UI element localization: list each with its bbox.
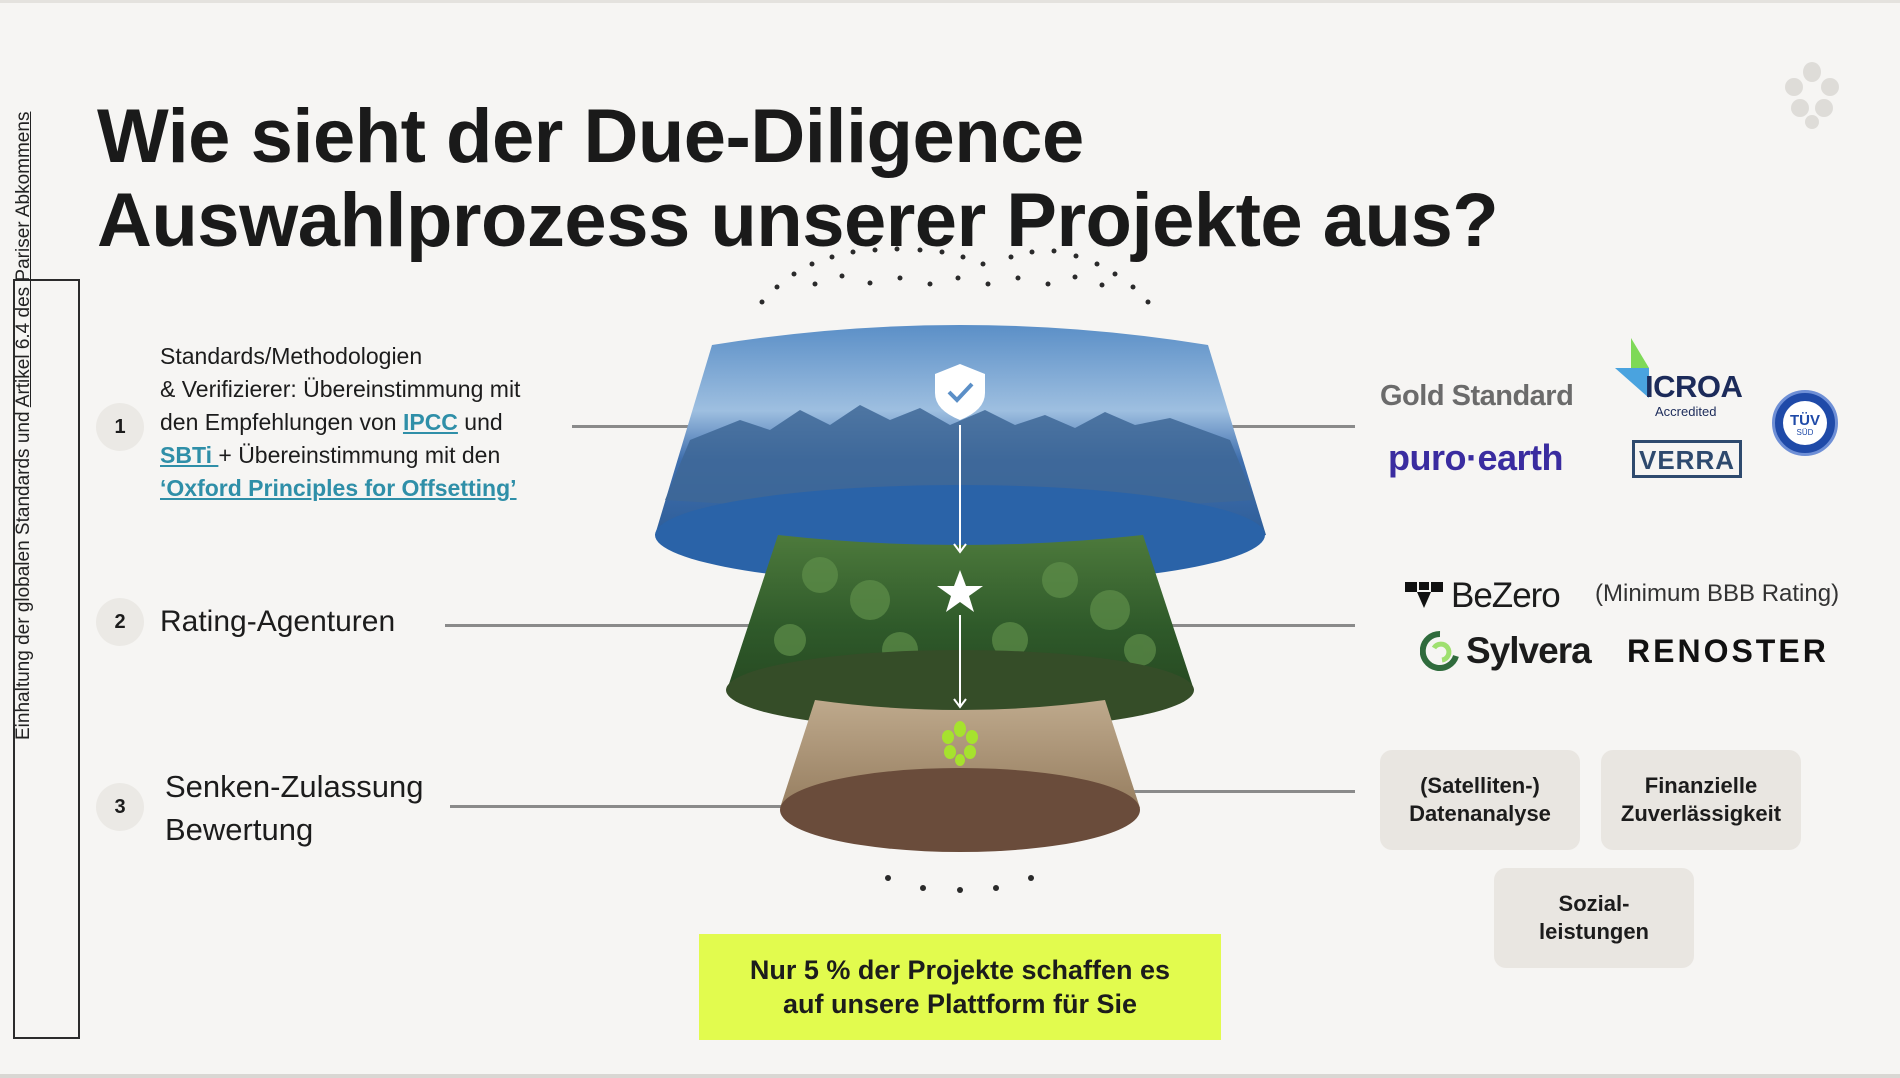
bottom-border (0, 1074, 1900, 1078)
gold-standard-logo: Gold Standard (1380, 380, 1574, 412)
shield-check-icon (935, 364, 985, 420)
step-2-connector-right (1170, 624, 1355, 627)
sylvera-mark-icon (1420, 630, 1459, 671)
step-2-label: Rating-Agenturen (160, 605, 396, 638)
bezero-mark-icon (1405, 582, 1443, 608)
criterion-satellite-data: (Satelliten-) Datenanalyse (1380, 750, 1580, 850)
step-1-description: Standards/Methodologien & Verifizierer: … (160, 343, 521, 501)
step-1-connector-right (1215, 425, 1355, 428)
step-2-connector-left (445, 624, 912, 627)
minimum-rating-note: (Minimum BBB Rating) (1595, 580, 1840, 607)
step-3-label: Senken-Zulassung Bewertung (165, 769, 424, 847)
title-line-1: Wie sieht der Due-Diligence (97, 94, 1084, 179)
flow-arrows (953, 425, 967, 709)
tier-3-top-face (780, 768, 1140, 852)
criterion-financial-reliability: Finanzielle Zuverlässigkeit (1601, 750, 1801, 850)
paw-logo-icon (1785, 62, 1839, 129)
renoster-logo: RENOSTER (1627, 633, 1829, 669)
criterion-social-benefits: Sozial- leistungen (1494, 868, 1694, 968)
sbti-link[interactable]: SBTi (160, 442, 219, 468)
dotted-arc-top (759, 246, 1151, 305)
ipcc-link[interactable]: IPCC (402, 409, 458, 435)
title-line-2: Auswahlprozess unserer Projekte aus? (97, 178, 1499, 263)
icroa-mark-icon (1615, 338, 1649, 398)
dotted-arc-bottom (885, 875, 1034, 893)
five-percent-callout: Nur 5 % der Projekte schaffen es auf uns… (699, 934, 1221, 1040)
tuv-sud-logo: TÜV SÜD (1772, 390, 1838, 456)
oxford-principles-link[interactable]: ‘Oxford Principles for Offsetting’ (160, 475, 517, 501)
flower-icon (942, 721, 978, 766)
step-3-connector-left (450, 805, 913, 808)
icroa-logo: ICROA Accredited (1615, 338, 1755, 419)
star-icon (937, 570, 983, 612)
step-3-connector-right (1130, 790, 1355, 793)
step-1-number: 1 (96, 403, 144, 451)
page-title: Wie sieht der Due-Diligence Auswahlproze… (97, 95, 1597, 263)
step-3-number: 3 (96, 783, 144, 831)
sidebar-frame (13, 279, 80, 1039)
top-border (0, 0, 1900, 3)
step-1-connector-left (572, 425, 702, 428)
puro-earth-logo: puro·earth (1388, 437, 1564, 478)
step-2-number: 2 (96, 598, 144, 646)
verra-logo: VERRA (1632, 440, 1742, 478)
